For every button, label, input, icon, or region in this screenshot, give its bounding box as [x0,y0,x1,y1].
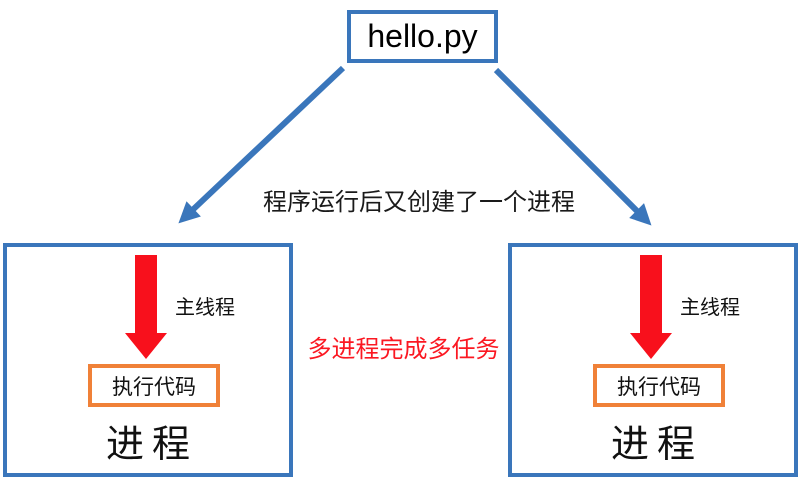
main-thread-arrow-icon [640,255,662,333]
code-box-label: 执行代码 [617,375,701,399]
code-box-label: 执行代码 [112,375,196,399]
main-thread-arrowhead-icon [630,333,672,359]
process-box-left: 主线程 执行代码 进程 [3,243,293,477]
blue-arrow-left-icon [178,65,346,224]
process-name-label: 进程 [105,424,198,466]
thread-label: 主线程 [175,297,235,319]
main-thread-arrow-icon [135,255,157,333]
process-box-right: 主线程 执行代码 进程 [508,243,798,477]
process-name-label: 进程 [610,424,703,466]
blue-arrow-right-icon [493,67,652,226]
center-annotation: 多进程完成多任务 [307,336,500,363]
code-box: 执行代码 [88,364,220,407]
branch-annotation: 程序运行后又创建了一个进程 [263,189,575,216]
main-thread-arrowhead-icon [125,333,167,359]
code-box: 执行代码 [593,364,725,407]
root-node-hello-py: hello.py [347,10,498,63]
thread-label: 主线程 [680,297,740,319]
root-node-label: hello.py [367,18,478,54]
